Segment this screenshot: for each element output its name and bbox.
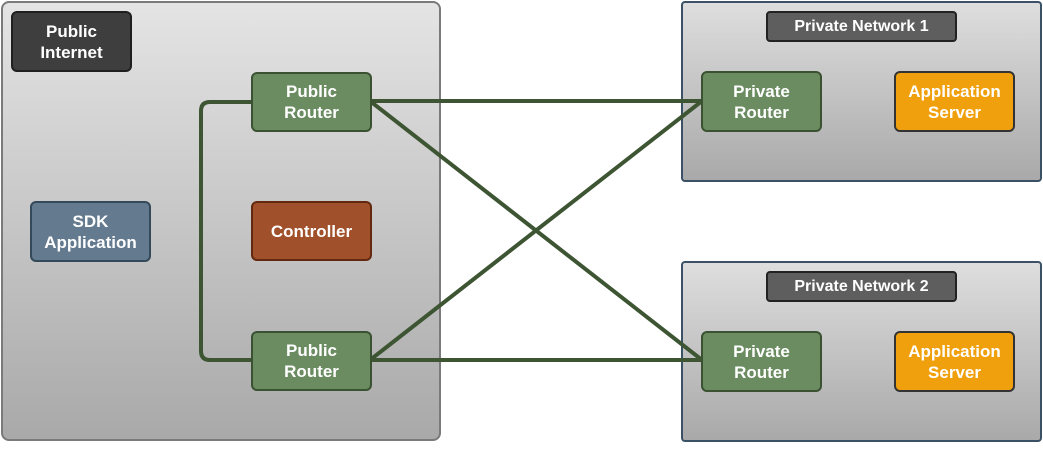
sdk-application[interactable]: SDK Application [30, 201, 151, 262]
link-pr2-private1 [368, 99, 704, 362]
public-router-2[interactable]: Public Router [251, 331, 372, 391]
private-network-1-title: Private Network 1 [766, 11, 957, 42]
private-router-1[interactable]: Private Router [701, 71, 822, 132]
private-router-2[interactable]: Private Router [701, 331, 822, 392]
application-server-2[interactable]: Application Server [894, 331, 1015, 392]
public-router-1[interactable]: Public Router [251, 72, 372, 132]
controller[interactable]: Controller [251, 201, 372, 261]
application-server-1[interactable]: Application Server [894, 71, 1015, 132]
private-network-2-title: Private Network 2 [766, 271, 957, 302]
public-internet-label: Public Internet [11, 11, 132, 72]
link-public-routers [199, 100, 252, 362]
